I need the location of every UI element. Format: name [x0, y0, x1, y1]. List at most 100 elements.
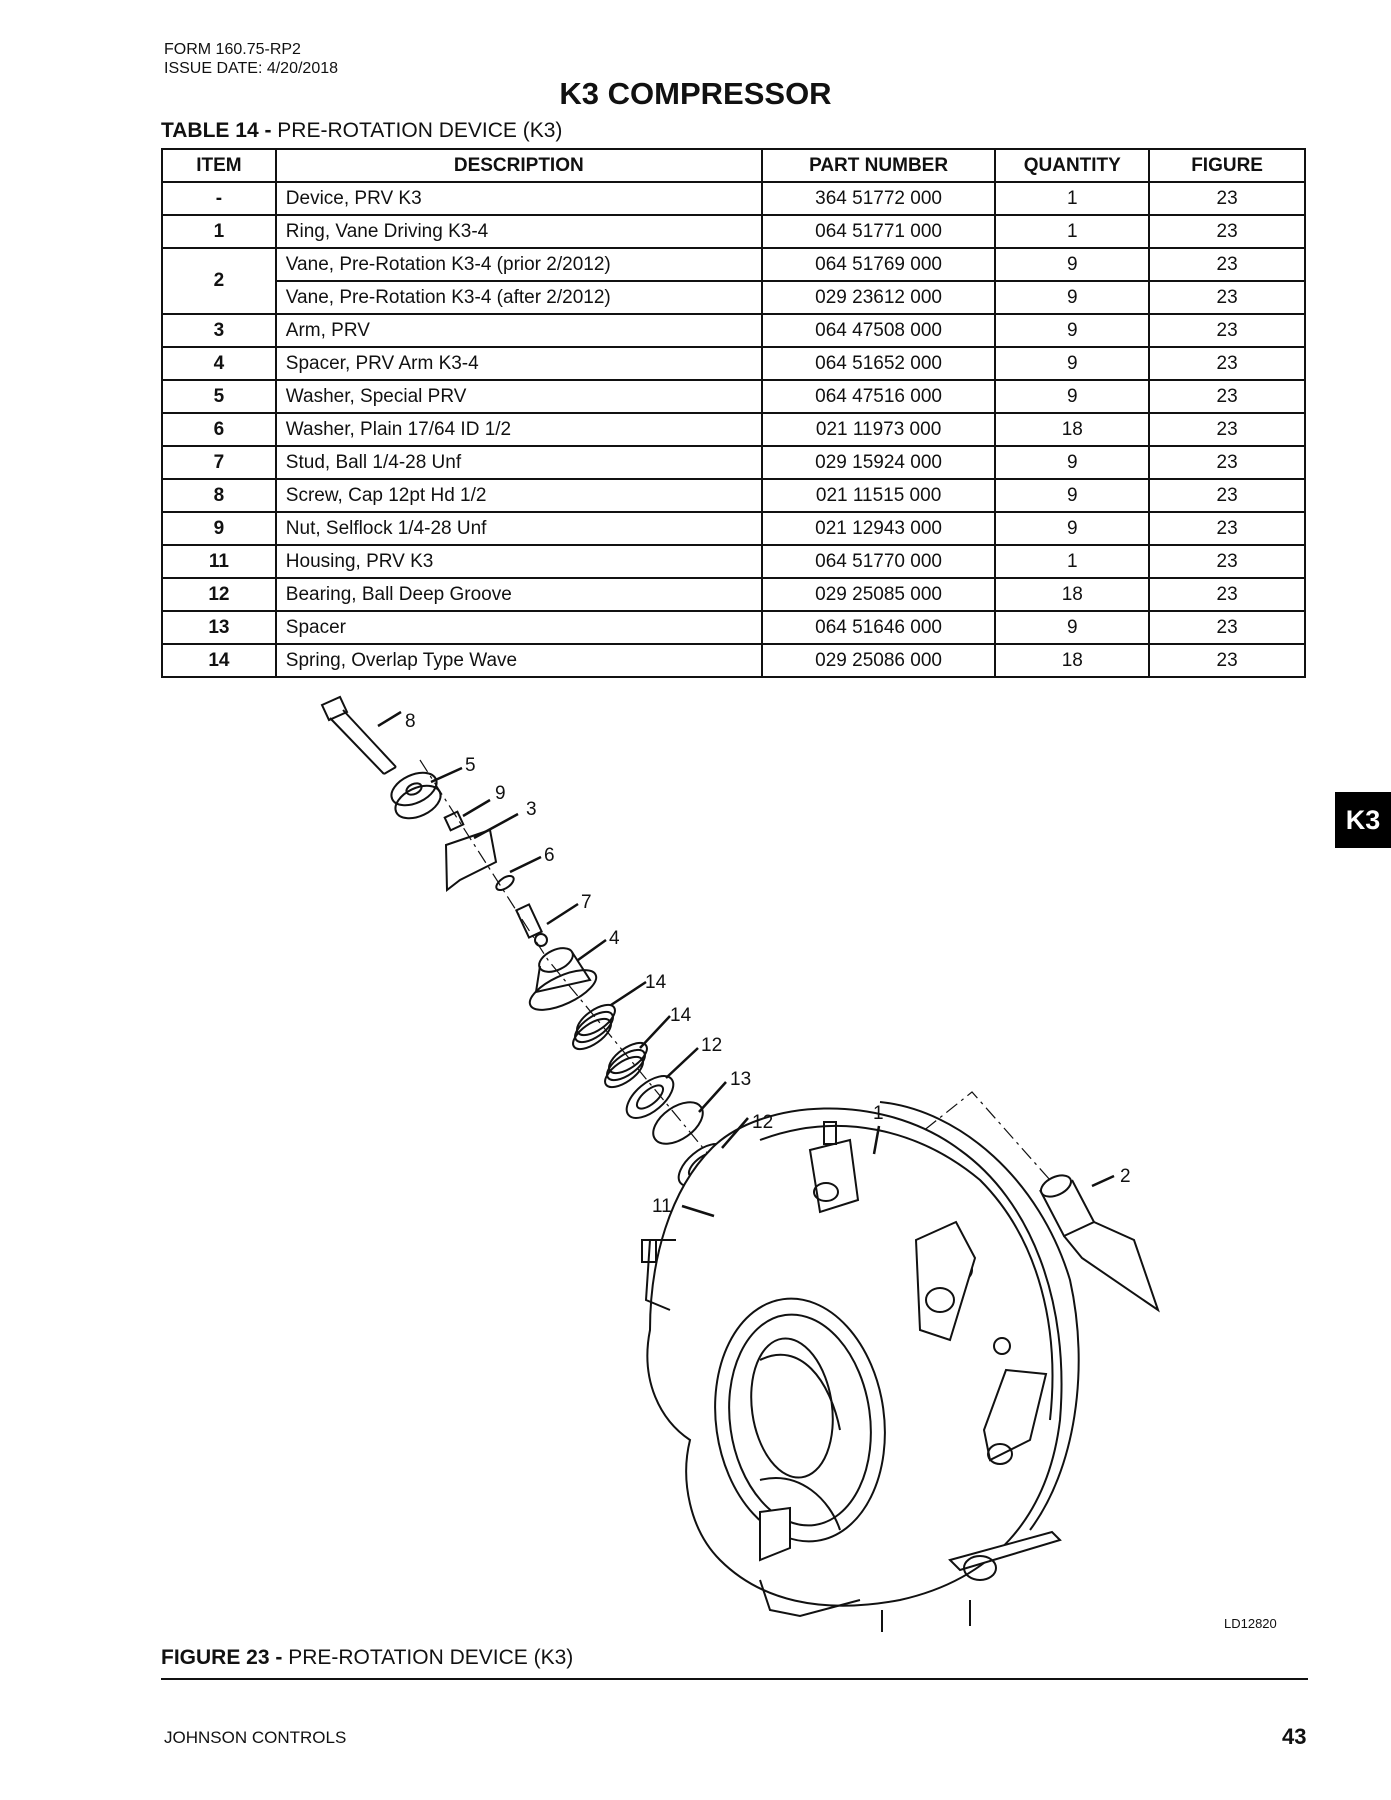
description-cell: Spring, Overlap Type Wave [274, 643, 763, 678]
drawing-code: LD12820 [1224, 1616, 1277, 1631]
callout-11: 11 [652, 1196, 672, 1217]
description-cell: Arm, PRV [274, 313, 763, 348]
parts-table: ITEM DESCRIPTION PART NUMBER QUANTITY FI… [161, 148, 1306, 678]
item-cell: 9 [161, 511, 277, 546]
quantity-cell: 9 [994, 346, 1151, 381]
callout-14-lower: 14 [670, 1005, 692, 1026]
form-header: FORM 160.75-RP2 ISSUE DATE: 4/20/2018 [164, 40, 338, 78]
item-cell: 14 [161, 643, 277, 678]
figure-cell: 23 [1148, 346, 1306, 381]
table-row: Vane, Pre-Rotation K3-4 (after 2/2012)02… [162, 280, 1306, 315]
callout-12-upper: 12 [701, 1035, 722, 1056]
quantity-cell: 1 [994, 181, 1151, 216]
table-caption: TABLE 14 - PRE-ROTATION DEVICE (K3) [161, 119, 562, 143]
cap-screw-part [320, 695, 397, 775]
special-washer-part [390, 771, 442, 820]
quantity-cell: 1 [994, 544, 1151, 579]
figure-cell: 23 [1148, 544, 1306, 579]
item-cell: 11 [161, 544, 277, 579]
quantity-cell: 18 [994, 577, 1151, 612]
description-cell: Bearing, Ball Deep Groove [274, 577, 763, 612]
quantity-cell: 1 [994, 214, 1151, 249]
description-cell: Stud, Ball 1/4-28 Unf [274, 445, 763, 480]
quantity-cell: 9 [994, 445, 1151, 480]
figure-cell: 23 [1148, 445, 1306, 480]
description-cell: Housing, PRV K3 [274, 544, 763, 579]
item-cell: 2 [161, 247, 277, 315]
description-cell: Nut, Selflock 1/4-28 Unf [274, 511, 763, 546]
part-number-cell: 064 47508 000 [760, 313, 997, 348]
part-number-cell: 064 51769 000 [760, 247, 997, 282]
callout-3: 3 [526, 799, 537, 820]
page-title: K3 COMPRESSOR [559, 76, 832, 111]
page-number: 43 [1282, 1724, 1307, 1749]
plain-washer-part [495, 874, 515, 892]
quantity-cell: 9 [994, 280, 1151, 315]
quantity-cell: 9 [994, 313, 1151, 348]
item-cell: 8 [161, 478, 277, 513]
figure-cell: 23 [1148, 412, 1306, 447]
callout-13: 13 [730, 1069, 751, 1090]
header-description: DESCRIPTION [274, 148, 763, 183]
vane-driving-ring-part [759, 1121, 1062, 1581]
header-figure: FIGURE [1148, 148, 1306, 183]
part-number-cell: 029 25086 000 [760, 643, 997, 678]
figure-cell: 23 [1148, 610, 1306, 645]
item-cell: 7 [161, 445, 277, 480]
callout-2: 2 [1120, 1166, 1131, 1187]
quantity-cell: 18 [994, 412, 1151, 447]
description-cell: Vane, Pre-Rotation K3-4 (prior 2/2012) [274, 247, 763, 282]
description-cell: Vane, Pre-Rotation K3-4 (after 2/2012) [274, 280, 763, 315]
part-number-cell: 029 23612 000 [760, 280, 997, 315]
description-cell: Device, PRV K3 [274, 181, 763, 216]
part-number-cell: 021 11515 000 [760, 478, 997, 513]
table-caption-text: PRE-ROTATION DEVICE (K3) [271, 119, 563, 142]
quantity-cell: 18 [994, 643, 1151, 678]
selflock-nut-part [443, 810, 465, 832]
callout-8: 8 [405, 711, 416, 732]
part-number-cell: 029 25085 000 [760, 577, 997, 612]
header-item: ITEM [161, 148, 277, 183]
figure-cell: 23 [1148, 577, 1306, 612]
part-number-cell: 064 51646 000 [760, 610, 997, 645]
figure-caption-prefix: FIGURE 23 - [161, 1646, 283, 1669]
quantity-cell: 9 [994, 478, 1151, 513]
description-cell: Ring, Vane Driving K3-4 [274, 214, 763, 249]
footer-company: JOHNSON CONTROLS [164, 1728, 347, 1747]
quantity-cell: 9 [994, 610, 1151, 645]
callout-14-upper: 14 [645, 972, 667, 993]
description-cell: Spacer [274, 610, 763, 645]
callout-9: 9 [495, 783, 506, 804]
part-number-cell: 021 11973 000 [760, 412, 997, 447]
header-part-number: PART NUMBER [760, 148, 997, 183]
callout-6: 6 [544, 845, 555, 866]
figure-cell: 23 [1148, 379, 1306, 414]
bearing-spacer-part [652, 1101, 704, 1145]
item-cell: 1 [161, 214, 277, 249]
footer-divider [161, 1678, 1308, 1680]
callout-7: 7 [581, 892, 592, 913]
figure-cell: 23 [1148, 247, 1306, 282]
description-cell: Washer, Plain 17/64 ID 1/2 [274, 412, 763, 447]
callout-12-lower: 12 [752, 1112, 773, 1133]
quantity-cell: 9 [994, 379, 1151, 414]
quantity-cell: 9 [994, 511, 1151, 546]
item-cell: 3 [161, 313, 277, 348]
callout-1: 1 [873, 1103, 884, 1124]
description-cell: Spacer, PRV Arm K3-4 [274, 346, 763, 381]
table-header-row: ITEM DESCRIPTION PART NUMBER QUANTITY FI… [161, 148, 1306, 183]
item-cell: 13 [161, 610, 277, 645]
part-number-cell: 064 51770 000 [760, 544, 997, 579]
prv-arm-spacer-part [528, 947, 598, 1011]
figure-cell: 23 [1148, 280, 1306, 315]
